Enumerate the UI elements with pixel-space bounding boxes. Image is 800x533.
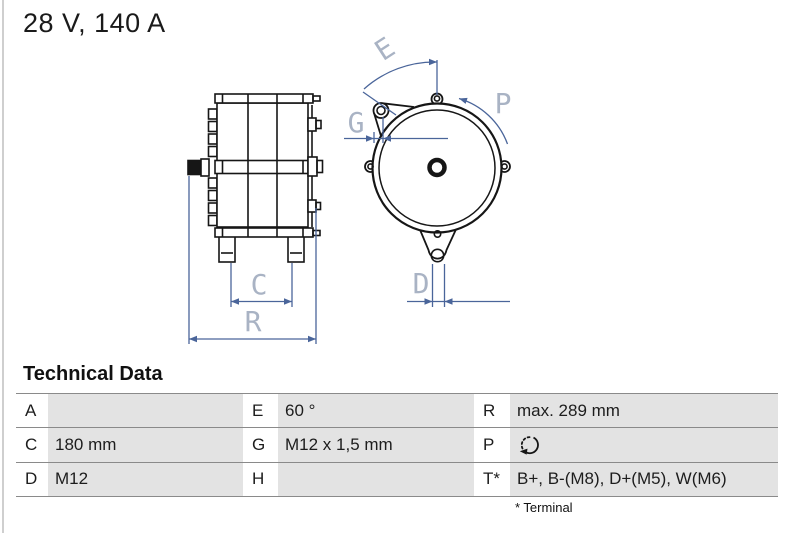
shaft <box>187 159 202 176</box>
dimension-label-p: P <box>495 87 512 120</box>
dimension-label-c: C <box>251 268 268 301</box>
shaft-collar <box>200 158 210 177</box>
technical-data-heading: Technical Data <box>23 363 163 385</box>
shaft-hub <box>427 157 447 178</box>
param-value-p <box>510 428 778 463</box>
rotation-direction-icon <box>519 436 539 456</box>
param-key-r: R <box>474 394 510 429</box>
technical-data-table: A E 60 ° R max. 289 mm C 180 mm G M12 x … <box>16 393 778 497</box>
dimension-g <box>344 117 448 143</box>
param-value-e: 60 ° <box>278 394 474 429</box>
bottom-strap <box>214 227 321 238</box>
dimension-e <box>362 58 438 116</box>
param-value-r: max. 289 mm <box>510 394 778 429</box>
dimension-label-d: D <box>413 267 430 300</box>
param-key-t: T* <box>474 462 510 497</box>
top-strap <box>214 93 321 104</box>
param-value-a <box>48 394 243 429</box>
middle-band <box>214 159 309 175</box>
param-key-p: P <box>474 428 510 463</box>
dimension-d <box>407 264 510 307</box>
dimension-label-e: E <box>369 31 401 68</box>
page-left-border <box>2 0 4 533</box>
dimension-c <box>230 263 293 307</box>
front-view <box>364 92 511 263</box>
dimension-r <box>188 176 317 344</box>
terminal-footnote: * Terminal <box>515 500 573 515</box>
spec-title: 28 V, 140 A <box>23 8 166 38</box>
housing-inner-circle <box>378 109 496 227</box>
param-key-g: G <box>243 428 278 463</box>
param-key-e: E <box>243 394 278 429</box>
param-value-t: B+, B-(M8), D+(M5), W(M6) <box>510 462 778 497</box>
bottom-bracket <box>416 224 460 260</box>
side-view <box>187 93 324 263</box>
dimension-p <box>458 97 509 145</box>
param-key-h: H <box>243 462 278 497</box>
param-key-c: C <box>16 428 48 463</box>
dimension-label-g: G <box>348 106 365 139</box>
dimension-label-r: R <box>245 305 262 338</box>
param-key-d: D <box>16 462 48 497</box>
param-value-c: 180 mm <box>48 428 243 463</box>
param-value-g: M12 x 1,5 mm <box>278 428 474 463</box>
dimension-lines <box>188 58 510 344</box>
terminal-studs <box>307 117 324 213</box>
param-key-a: A <box>16 394 48 429</box>
param-value-h <box>278 462 474 497</box>
param-value-d: M12 <box>48 462 243 497</box>
mounting-holes <box>367 95 508 263</box>
